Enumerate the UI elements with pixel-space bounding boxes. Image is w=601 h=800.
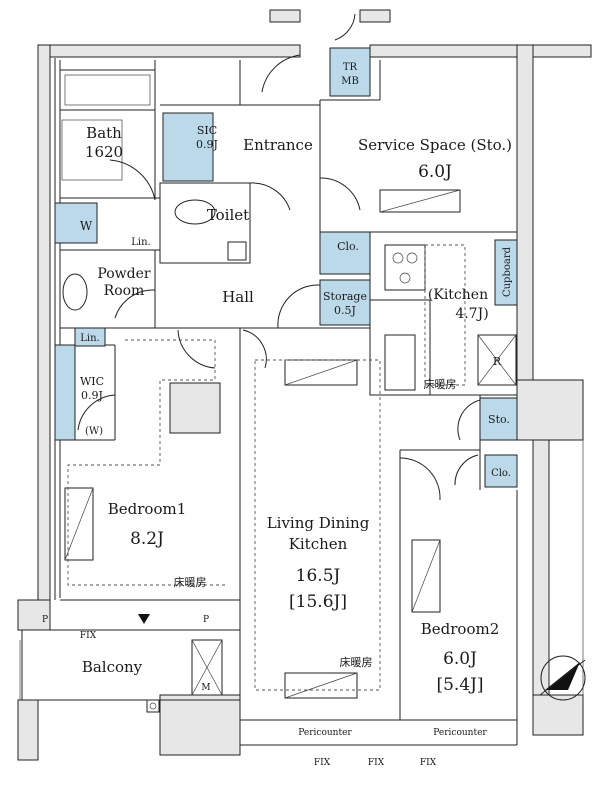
sink-basin (62, 273, 88, 311)
hall-label: Hall (222, 288, 254, 306)
r-label: R (493, 355, 502, 368)
bathtub-area (61, 119, 123, 181)
toilet-tank (227, 241, 247, 261)
fix-label-3: FIX (420, 758, 437, 768)
service-space-label: Service Space (Sto.) (358, 136, 512, 154)
bedroom2-size-alt: [5.4J] (436, 675, 483, 695)
toilet-bowl (174, 199, 216, 225)
storage-size: 0.5J (334, 304, 356, 317)
powder-room-label-1: Powder (97, 266, 151, 282)
ldk-size: 16.5J (296, 566, 341, 586)
toilet-label: Toilet (207, 206, 249, 224)
ldk-label-1: Living Dining (267, 514, 370, 532)
w-paren-label: (W) (85, 426, 103, 437)
washer-space (54, 202, 98, 244)
floor-heating-ldk: 床暖房 (340, 655, 373, 669)
cupboard-fill (494, 239, 518, 306)
m-label: M (201, 683, 210, 693)
balcony-label: Balcony (82, 658, 143, 676)
bedroom2-label: Bedroom2 (421, 620, 500, 638)
storage-closet (319, 279, 371, 326)
p-left-label: P (42, 615, 48, 625)
room-labels: TR MB Bath 1620 SIC 0.9J Entrance Servic… (42, 62, 513, 768)
clo-upper-label: Clo. (337, 240, 359, 253)
ldk-label-2: Kitchen (289, 535, 348, 553)
wic-label: WIC (80, 375, 104, 388)
cupboard-label: Cupboard (502, 246, 513, 297)
fix-label-2: FIX (368, 758, 385, 768)
clo-lower-label: Clo. (491, 468, 511, 479)
bath-size: 1620 (85, 143, 123, 161)
w-label: W (80, 219, 93, 233)
mb-label: MB (341, 76, 359, 87)
kitchen-size: 4.7J) (455, 306, 488, 322)
storage-fills (54, 47, 518, 488)
ldk-size-alt: [15.6J] (289, 592, 347, 612)
sic-label: SIC (197, 124, 217, 137)
powder-room-label-2: Room (104, 283, 145, 299)
stove-icon (384, 244, 426, 291)
bedroom2-size: 6.0J (443, 649, 477, 669)
clo-lower-closet (484, 454, 518, 488)
wic-size: 0.9J (81, 389, 103, 402)
kitchen-label: (Kitchen (428, 287, 488, 303)
service-space-size: 6.0J (418, 162, 452, 182)
sic-closet (162, 112, 214, 182)
pericounter-label-1: Pericounter (298, 728, 352, 738)
sic-size: 0.9J (196, 138, 218, 151)
floor-heating-kitchen: 床暖房 (424, 377, 457, 391)
fridge-space (477, 334, 517, 386)
fix-label-1: FIX (314, 758, 331, 768)
tr-mb-closet (329, 47, 371, 97)
bath-label: Bath (86, 124, 122, 142)
interior-walls (21, 58, 518, 746)
compass-north-icon (539, 655, 586, 701)
sto-closet (479, 397, 518, 441)
sto-label: Sto. (488, 413, 510, 426)
clo-upper-closet (319, 231, 371, 275)
bedroom1-label: Bedroom1 (108, 500, 187, 518)
lin-lower-fill (74, 327, 106, 347)
entrance-label: Entrance (243, 136, 313, 154)
floor-heating-bedroom1: 床暖房 (174, 575, 207, 589)
lin-upper-label: Lin. (131, 237, 150, 248)
entrance-arrow-icon (138, 614, 150, 624)
pericounter-label-2: Pericounter (433, 728, 487, 738)
fix-label-balcony: FIX (80, 631, 97, 641)
lin-lower-label: Lin. (80, 333, 99, 344)
storage-label: Storage (323, 290, 367, 303)
kitchen-sink (384, 334, 416, 391)
fixtures (61, 13, 517, 713)
tr-label: TR (343, 62, 358, 73)
bedroom1-size: 8.2J (130, 529, 164, 549)
wic-fill (54, 344, 76, 441)
door-swing-icon (109, 159, 156, 201)
p-right-label: P (203, 615, 209, 625)
outer-structure (17, 9, 592, 761)
